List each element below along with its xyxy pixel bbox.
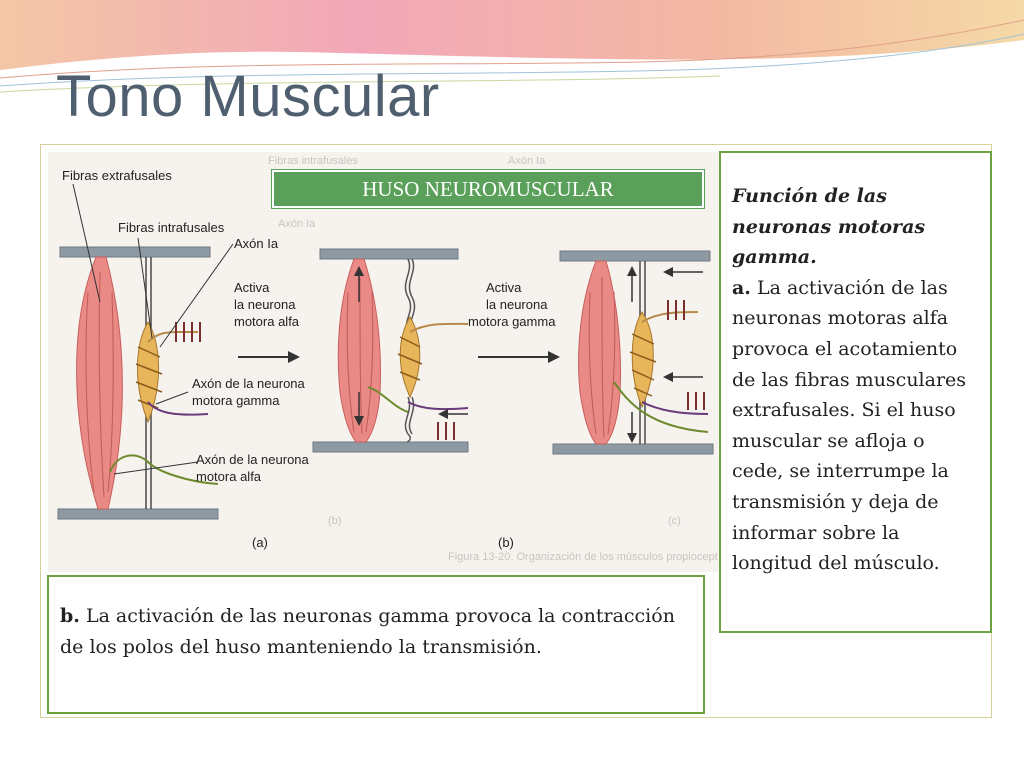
label-fibras-intrafusales: Fibras intrafusales	[118, 220, 225, 235]
item-a-marker: a.	[732, 276, 751, 299]
header-banner	[0, 0, 1024, 93]
function-box: Función de las neuronas motoras gamma. a…	[719, 151, 992, 633]
huso-neuromuscular-banner: HUSO NEUROMUSCULAR	[272, 170, 704, 208]
label-activa-gamma-2: la neurona	[486, 297, 548, 312]
slide-title: Tono Muscular	[56, 64, 440, 129]
label-activa-alfa-1: Activa	[234, 280, 270, 295]
label-activa-alfa-3: motora alfa	[234, 314, 300, 329]
label-panel-a: (a)	[252, 535, 268, 550]
svg-text:Axón Ia: Axón Ia	[278, 218, 316, 230]
item-a-text: La activación de las neuronas motoras al…	[732, 276, 967, 575]
label-axon-gamma-1: Axón de la neurona	[192, 376, 306, 391]
note-box-b: b. La activación de las neuronas gamma p…	[47, 575, 705, 714]
label-activa-alfa-2: la neurona	[234, 297, 296, 312]
item-b-text: La activación de las neuronas gamma prov…	[60, 605, 675, 658]
label-axon-gamma-2: motora gamma	[192, 393, 280, 408]
label-axon-ia: Axón Ia	[234, 236, 279, 251]
label-axon-alfa-1: Axón de la neurona	[196, 452, 310, 467]
svg-text:Figura 13-20. Organización de: Figura 13-20. Organización de los múscul…	[448, 551, 718, 563]
label-panel-b: (b)	[498, 535, 514, 550]
svg-text:Axón Ia: Axón Ia	[508, 155, 546, 167]
svg-text:Fibras intrafusales: Fibras intrafusales	[268, 155, 358, 167]
function-heading: Función de las neuronas motoras gamma.	[732, 185, 926, 269]
svg-text:(b): (b)	[328, 515, 341, 527]
svg-text:(c): (c)	[668, 515, 681, 527]
panel-a-spindle	[57, 246, 219, 520]
panel-b-spindle	[312, 248, 469, 453]
label-fibras-extrafusales: Fibras extrafusales	[62, 168, 172, 183]
item-b-marker: b.	[60, 605, 80, 627]
panel-c-spindle	[552, 250, 714, 455]
label-axon-alfa-2: motora alfa	[196, 469, 262, 484]
label-activa-gamma-1: Activa	[486, 280, 522, 295]
label-activa-gamma-3: motora gamma	[468, 314, 556, 329]
muscle-spindle-figure: Fibras intrafusales Axón Ia Axón Ia (b) …	[48, 152, 718, 572]
